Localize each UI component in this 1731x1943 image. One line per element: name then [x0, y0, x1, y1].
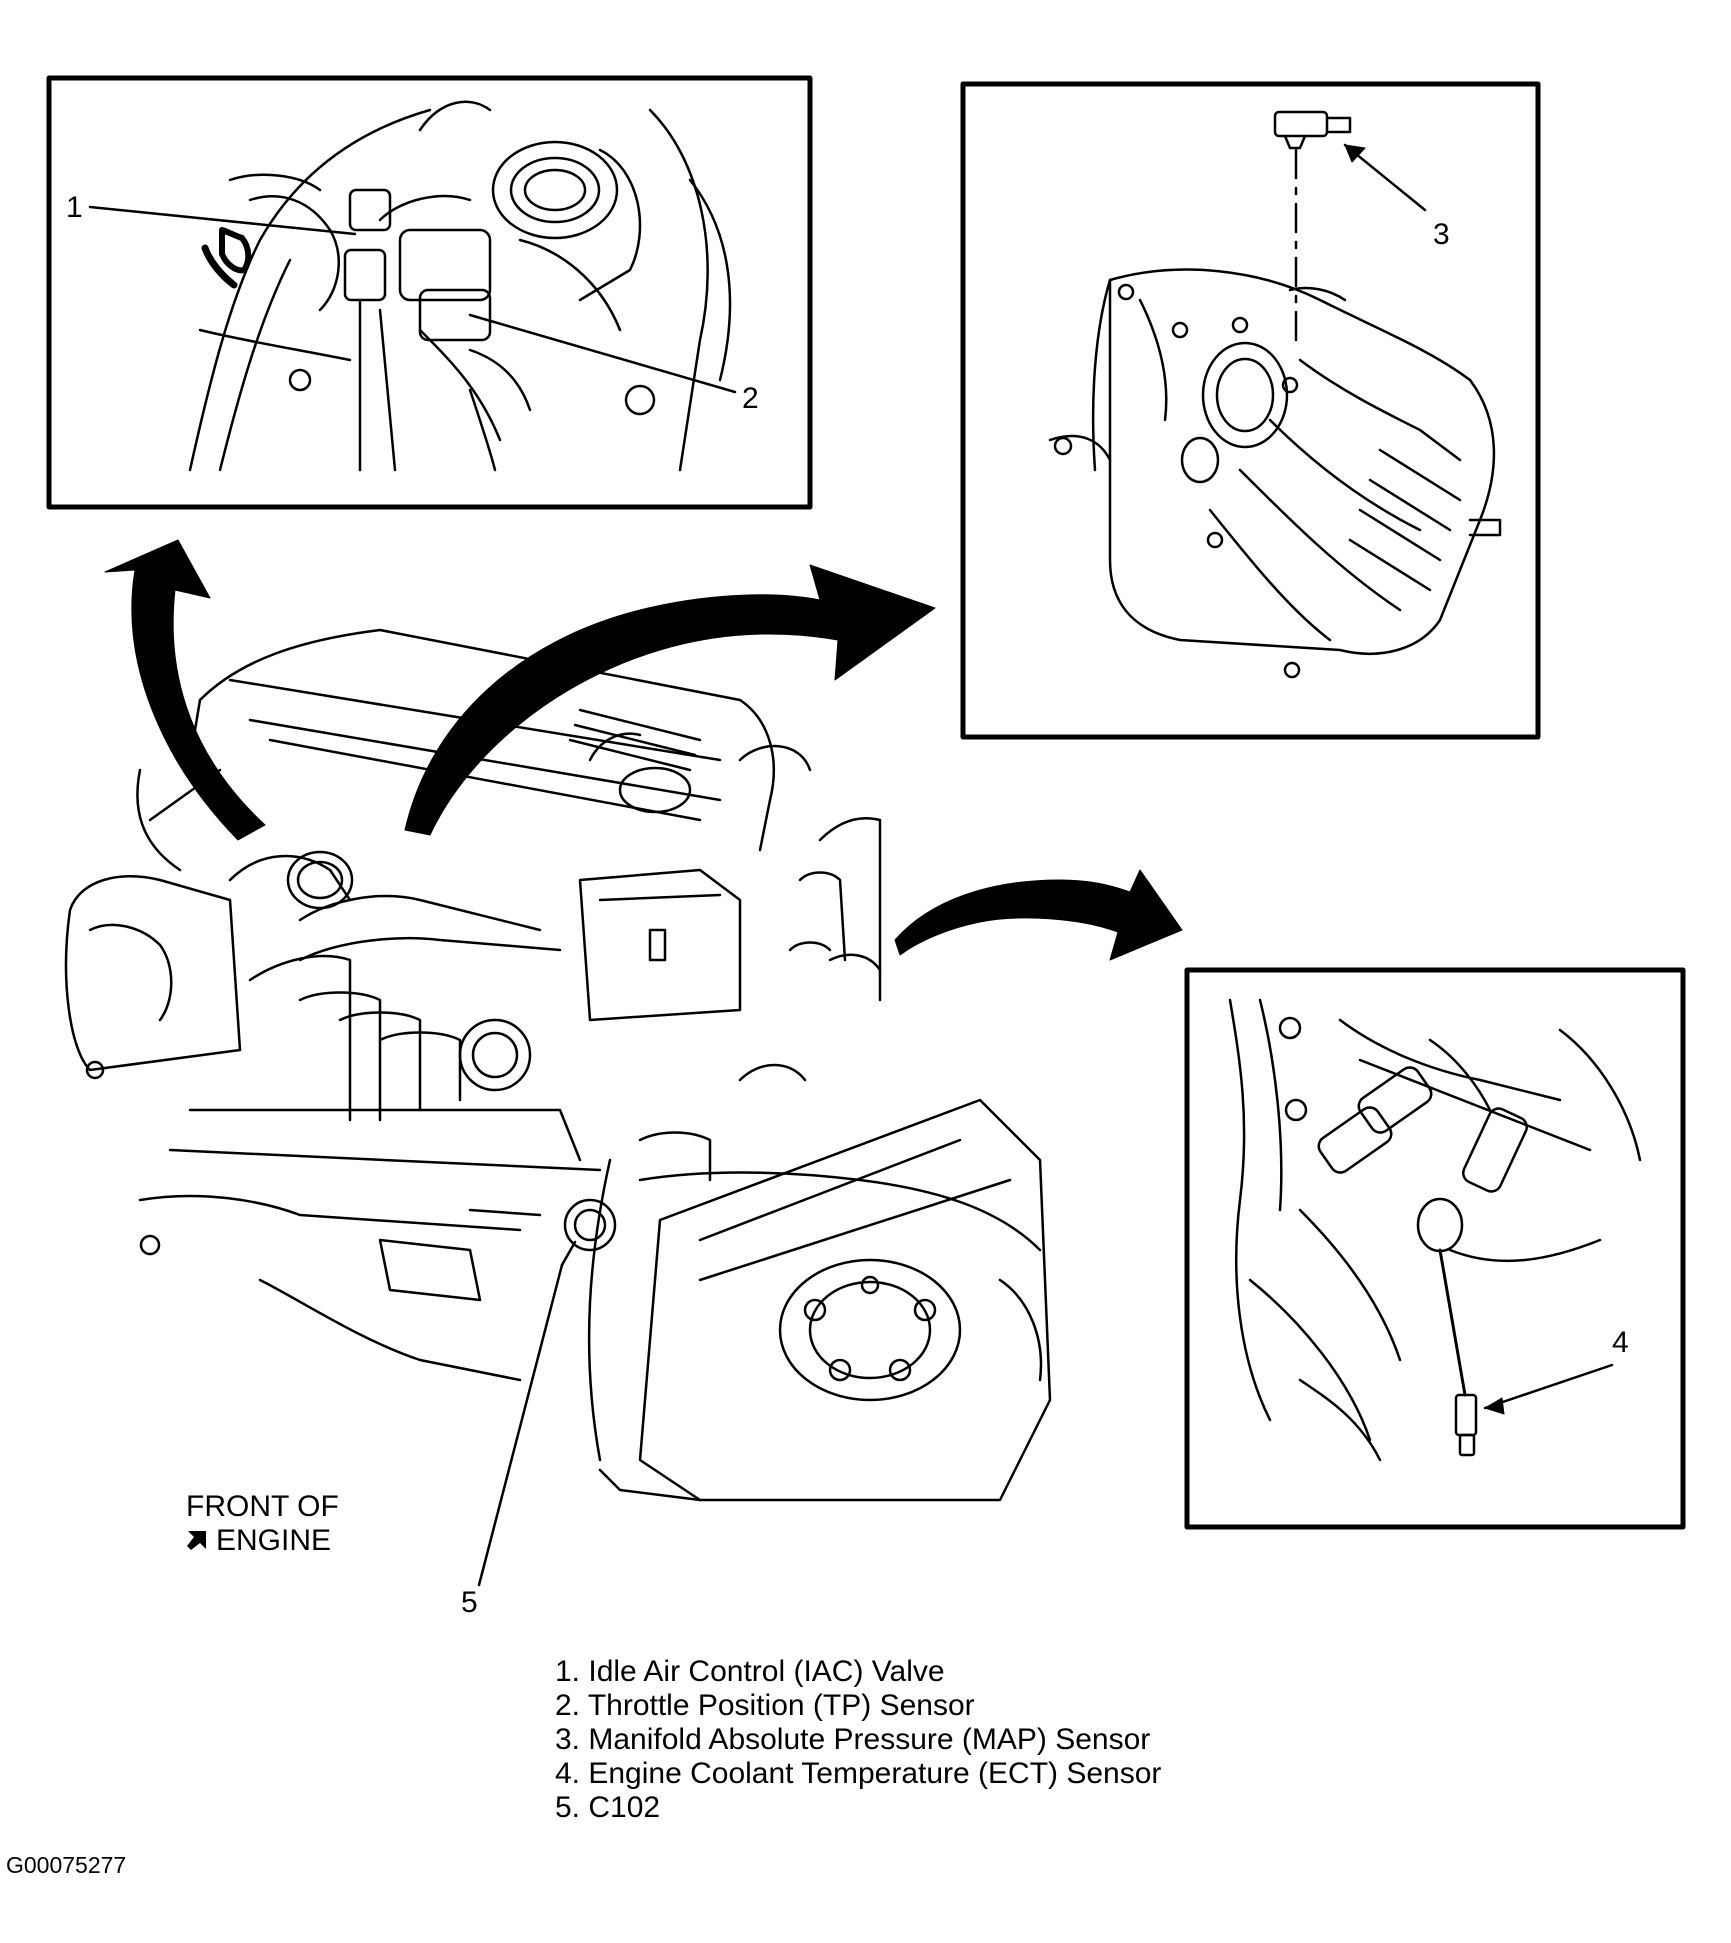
- legend-item: 1. Idle Air Control (IAC) Valve: [555, 1655, 945, 1688]
- callout-2: 2: [742, 382, 759, 415]
- leader-5-tip: [560, 1240, 577, 1267]
- callout-4: 4: [1612, 1326, 1629, 1359]
- front-label-line1: FRONT OF: [186, 1490, 339, 1523]
- inset-ect-sensor: [1184, 967, 1686, 1530]
- figure-id: G00075277: [6, 1852, 127, 1878]
- legend-item: 2. Throttle Position (TP) Sensor: [555, 1689, 975, 1722]
- front-of-engine-label: FRONT OF ENGINE: [186, 1490, 339, 1557]
- legend: 1. Idle Air Control (IAC) Valve 2. Throt…: [555, 1655, 1161, 1825]
- legend-item: 4. Engine Coolant Temperature (ECT) Sens…: [555, 1757, 1162, 1790]
- curved-arrow-to-inset-3: [894, 869, 1183, 961]
- engine-assembly: [64, 628, 1052, 1502]
- inset-throttle-body: [46, 75, 813, 510]
- leader-2: [468, 313, 737, 394]
- leader-3-arrowhead: [1344, 144, 1366, 163]
- callout-5: 5: [461, 1586, 478, 1619]
- front-label-row2: ENGINE: [186, 1524, 339, 1558]
- front-label-line2: ENGINE: [216, 1523, 332, 1557]
- legend-item: 3. Manifold Absolute Pressure (MAP) Sens…: [555, 1723, 1151, 1756]
- legend-item: 5. C102: [555, 1791, 661, 1824]
- curved-arrow-to-inset-1: [104, 539, 266, 841]
- leader-1: [88, 205, 357, 236]
- callout-3: 3: [1433, 218, 1450, 251]
- inset-intake-manifold: [960, 81, 1541, 740]
- leader-4: [1483, 1363, 1614, 1410]
- front-arrow-icon: [187, 1531, 206, 1551]
- leader-5: [477, 1263, 564, 1587]
- leader-4-arrowhead: [1484, 1397, 1505, 1415]
- curved-arrow-to-inset-2: [404, 564, 936, 836]
- callout-1: 1: [66, 191, 83, 224]
